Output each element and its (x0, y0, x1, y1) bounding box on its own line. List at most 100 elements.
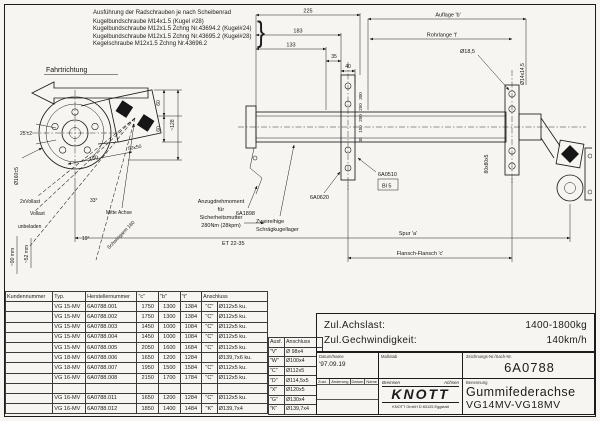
dim-60-b: 60 (156, 126, 162, 132)
table-cell: 1950 (136, 362, 160, 374)
anschluss-row: "K"Ø139,7x4 (268, 404, 323, 415)
bottom-dimensions: ET 22-35 Spur 'a' Flansch-Flansch 'c' (74, 178, 571, 262)
table-cell: Ø139,7x6 ku. (216, 352, 269, 364)
table-cell (4, 403, 54, 415)
direction-of-travel: Fahrtrichtung (31, 67, 149, 105)
table-cell: "C" (201, 362, 218, 374)
wheel-bolt-notes: Ausführung der Radschrauben je nach Sche… (93, 10, 251, 49)
anschluss-cell: "V" (268, 346, 285, 358)
table-cell: 1784 (179, 372, 203, 384)
dim-52mm: ~52 mm (24, 245, 30, 263)
note-line: Kugelbundschraube M12x1.5 Zchng Nr.43695… (93, 33, 252, 40)
fahrtrichtung-label: Fahrtrichtung (46, 67, 87, 74)
table-cell: VG 15-MV (52, 321, 87, 333)
chain-300: 300 (358, 92, 363, 100)
label-2xvollast: 2xVollast (20, 199, 41, 205)
table-cell (179, 382, 203, 394)
speed-value: 140km/h (546, 335, 587, 346)
anschluss-header-row: Ausf. Anschluss (268, 337, 323, 348)
label-unbeladen: unbeladen (18, 224, 42, 230)
note-line: Kegelschraube M12x1.5 Zchng Nr.43696.2 (93, 41, 208, 48)
anschluss-cell: "C" (268, 365, 285, 377)
auflage-b-label: Auflage 'b' (435, 13, 460, 19)
anschluss-cell: "K" (268, 404, 285, 415)
anschluss-cell: "D" (268, 375, 285, 386)
table-cell: 6A0788.008 (85, 372, 138, 384)
chain-250: 250 (358, 103, 363, 111)
bearing-label-line1: Zweireihige (256, 219, 284, 225)
table-cell (201, 352, 218, 364)
axle-load-label: Zul.Achslast: (324, 320, 386, 331)
table-cell (136, 382, 160, 394)
label-vollast: Vollast (30, 211, 45, 217)
table-cell: VG 15-MV (52, 301, 87, 313)
right-mounting-flange: Ø18,5 Ø14x14,5 (460, 49, 526, 184)
anschluss-body: "V"Ø 98x4"W"Ø100x4"C"Ø112x5"D"Ø114,5x5"X… (268, 346, 323, 415)
table-cell: 1300 (158, 301, 181, 313)
dim-225: 225 (303, 9, 312, 15)
table-cell: VG 16-MV (52, 403, 87, 415)
table-cell (216, 382, 269, 394)
anschluss-table: Ausf. Anschluss "V"Ø 98x4"W"Ø100x4"C"Ø11… (268, 337, 323, 415)
drawing-number: 6A0788 (504, 360, 555, 375)
part-6a1898-label: 6A1898 (236, 211, 255, 217)
left-mounting-flange: 300 250 200 100 40 (340, 62, 363, 190)
table-cell: VG 15-MV (52, 331, 87, 343)
table-cell: 1084 (179, 321, 203, 333)
note-heading: Ausführung der Radschrauben je nach Sche… (93, 10, 232, 16)
table-cell (52, 382, 87, 394)
table-cell: "K" (201, 403, 218, 415)
table-cell (4, 321, 54, 333)
anschluss-cell: "X" (268, 384, 285, 396)
part-6a0620-label: 6A0620 (310, 195, 329, 201)
axle-drawing: Fahrtrichtung 160 50x50 25'±2 Ø160±5 (10, 9, 592, 274)
mitte-achse-label: Mitte Achse (106, 210, 132, 216)
table-cell (201, 382, 218, 394)
anschluss-row: "G"Ø130x4 (268, 394, 323, 406)
table-cell: 6A0788.012 (85, 403, 138, 415)
table-cell (4, 341, 54, 354)
direction-arrow-icon (31, 81, 149, 105)
anschluss-cell: "W" (268, 356, 285, 367)
table-cell: 1584 (179, 362, 203, 374)
col-typ: Typ. (52, 290, 87, 303)
anschluss-row: "C"Ø112x5 (268, 365, 323, 377)
date-cell: Datum/Name '97.09.19 (317, 353, 379, 378)
table-cell: 1650 (136, 392, 160, 405)
table-cell: Ø112x5 ku. (216, 321, 269, 333)
table-cell: VG 16-MV (52, 372, 87, 384)
dim-128: ~128 (170, 119, 176, 130)
table-cell: 1400 (158, 403, 181, 415)
drawing-number-label: Zeichnungs-Nr./Sach-Nr. (466, 354, 512, 359)
table-cell: 1684 (179, 341, 203, 354)
revision-row (317, 400, 378, 414)
note-line: Kugelbundschraube M14x1.5 (Kugel #28) (93, 18, 204, 25)
chain-100: 100 (358, 125, 363, 133)
knott-logo: KNOTT (382, 386, 459, 403)
table-cell (4, 392, 54, 405)
dim-50x50: 50x50 (128, 144, 143, 153)
title-block: Datum/Name '97.09.19 Maßstab Zust. Änder… (316, 352, 596, 415)
dia-14x14-5-label: Ø14x14,5 (520, 63, 526, 85)
table-cell (4, 352, 54, 364)
logo-bremsen-label: Bremsen (382, 380, 401, 385)
note-lines: Kugelbundschraube M14x1.5 (Kugel #28) Kug… (93, 19, 251, 49)
table-cell: 2050 (136, 341, 160, 354)
table-cell: 1384 (179, 311, 203, 323)
table-cell: VG 15-MV (52, 341, 87, 354)
logo-achsen-label: Achsen (443, 380, 459, 385)
speed-line: Zul.Gechwindigkeit: 140km/h (324, 333, 587, 348)
table-cell: 1484 (179, 403, 203, 415)
table-cell: 6A0788.003 (85, 321, 138, 333)
table-cell: 1850 (136, 403, 160, 415)
table-cell: "C" (201, 311, 218, 323)
table-cell: 1000 (158, 321, 181, 333)
